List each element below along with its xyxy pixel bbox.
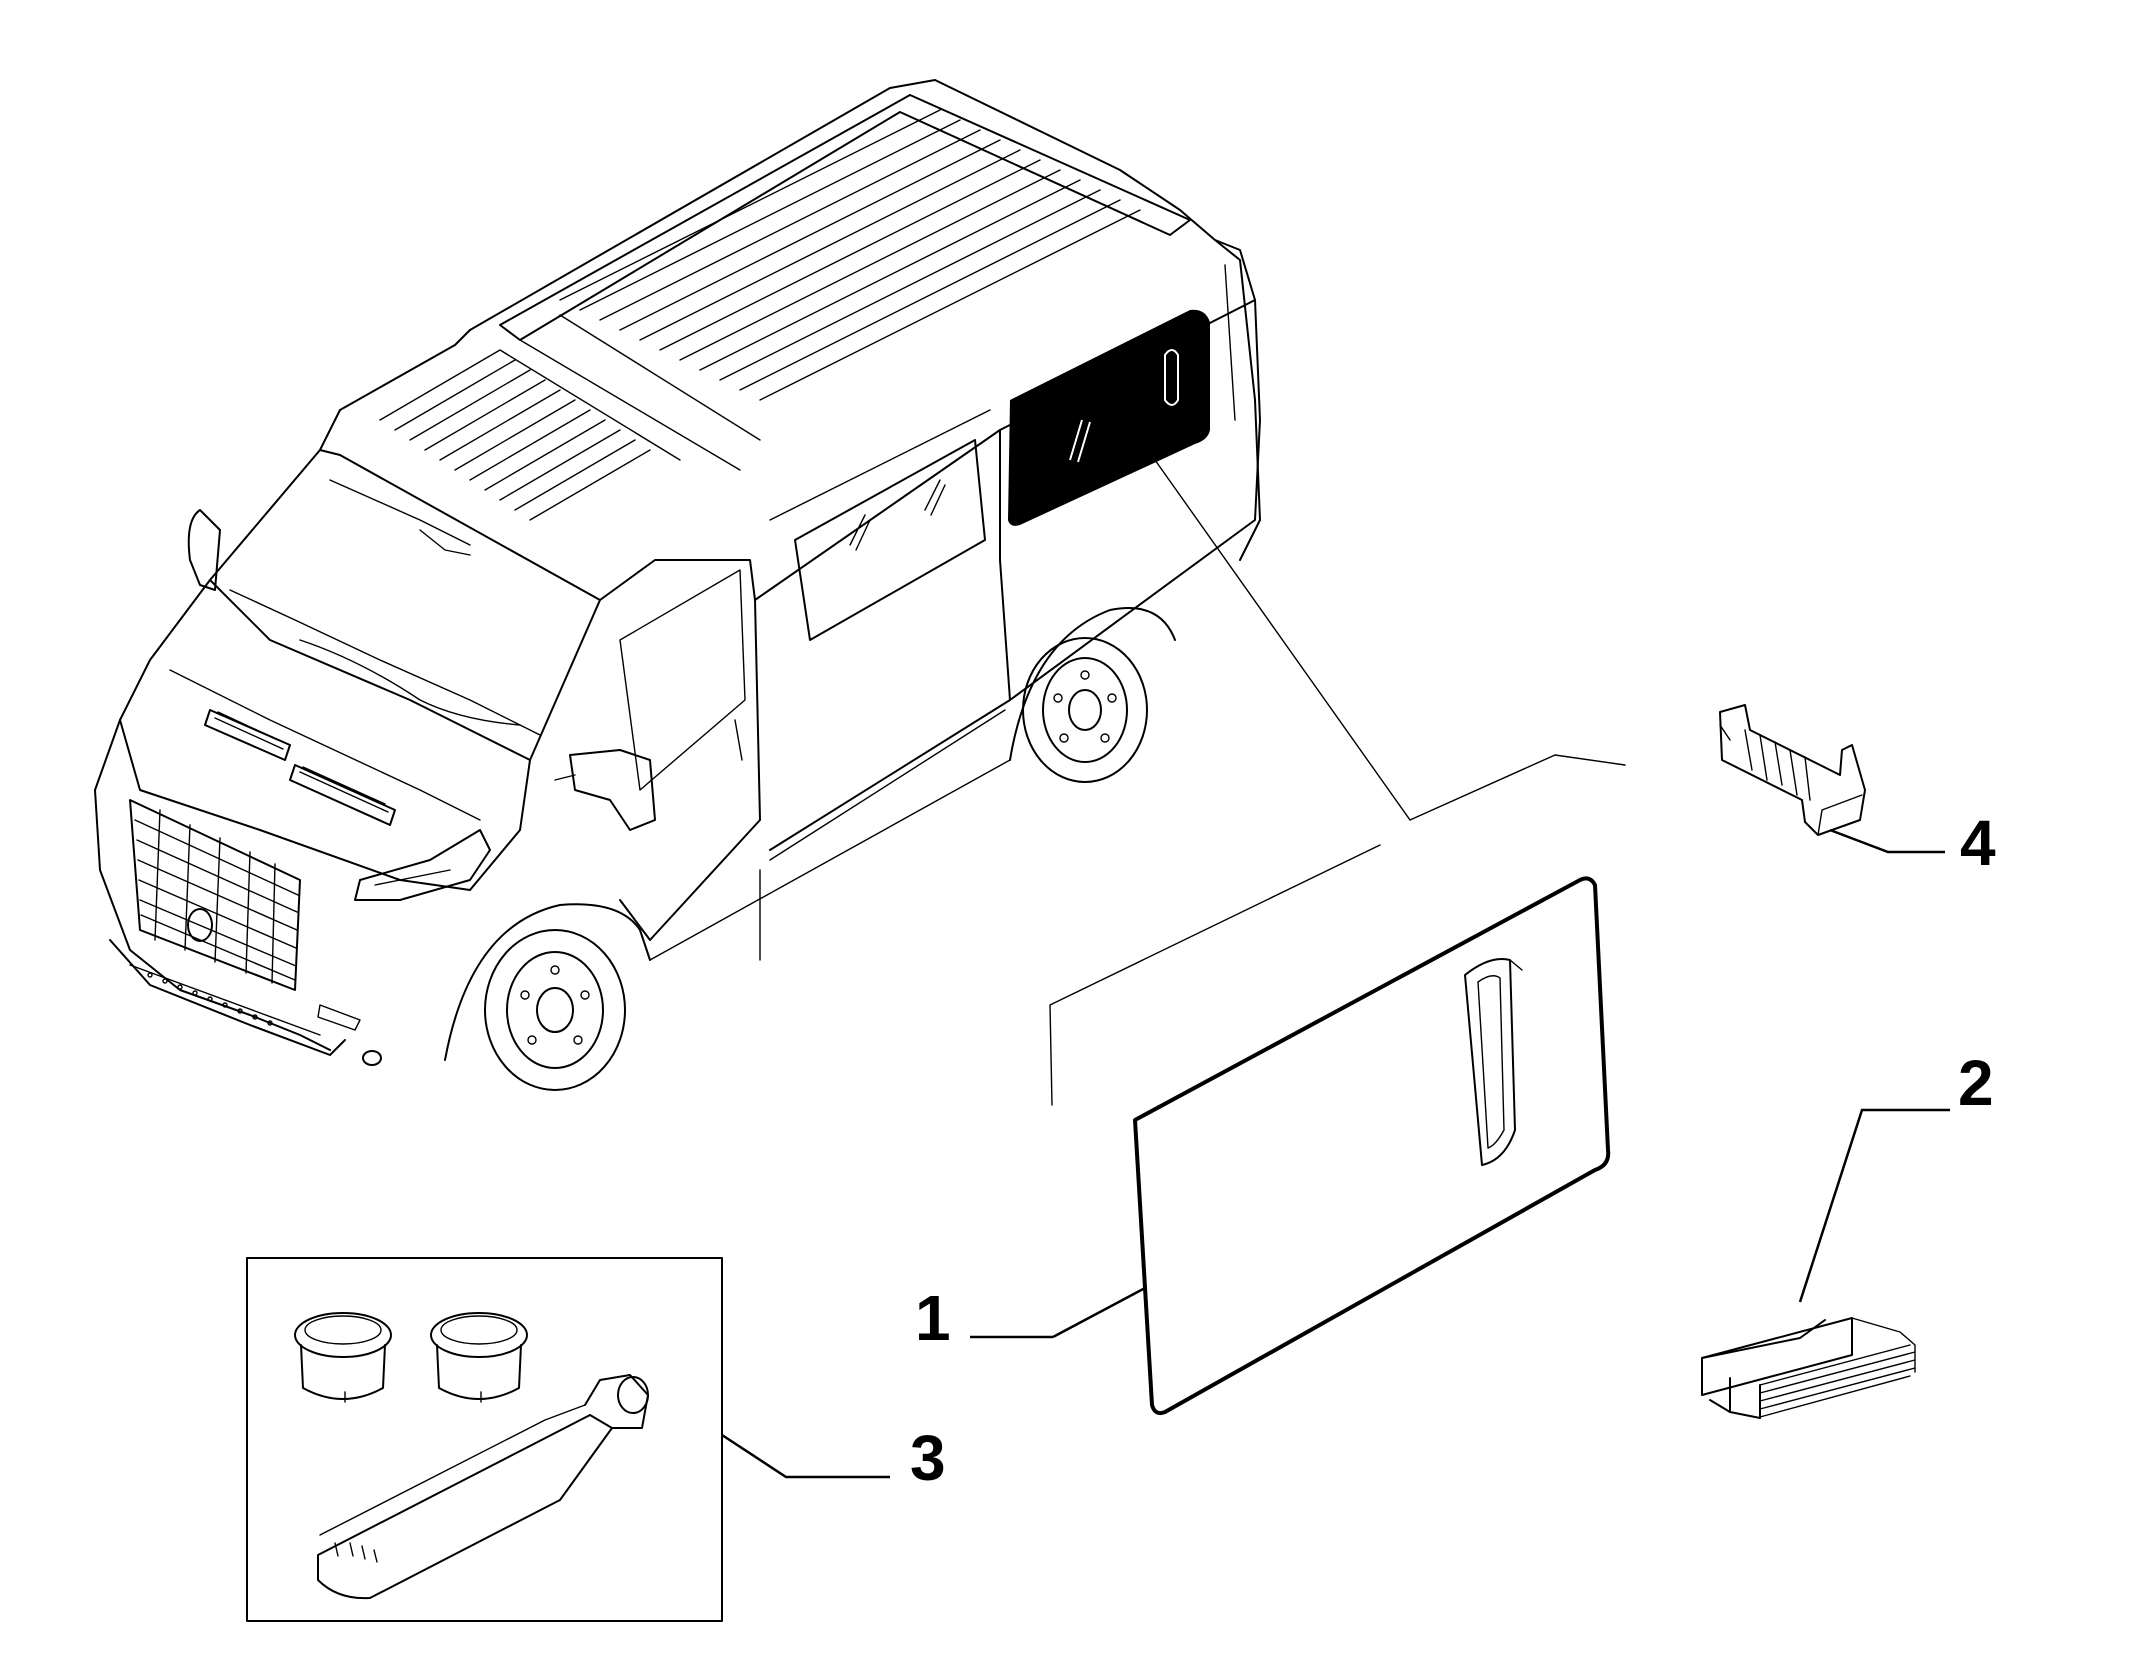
callout-3: 3 bbox=[910, 1422, 946, 1494]
callout-4: 4 bbox=[1960, 807, 1996, 879]
leader-1b bbox=[1052, 1286, 1146, 1339]
highlighted-window bbox=[1008, 309, 1210, 526]
callout-1: 1 bbox=[915, 1282, 951, 1354]
van-illustration bbox=[94, 79, 1261, 1091]
callout-2: 2 bbox=[1958, 1047, 1994, 1119]
part-3-kit bbox=[246, 1257, 890, 1622]
part-2-adhesive-pads bbox=[1701, 1108, 1950, 1419]
part-4-clip bbox=[1719, 704, 1945, 854]
part-1-window-glass bbox=[1133, 876, 1611, 1416]
leader-lines bbox=[1049, 459, 1626, 1106]
